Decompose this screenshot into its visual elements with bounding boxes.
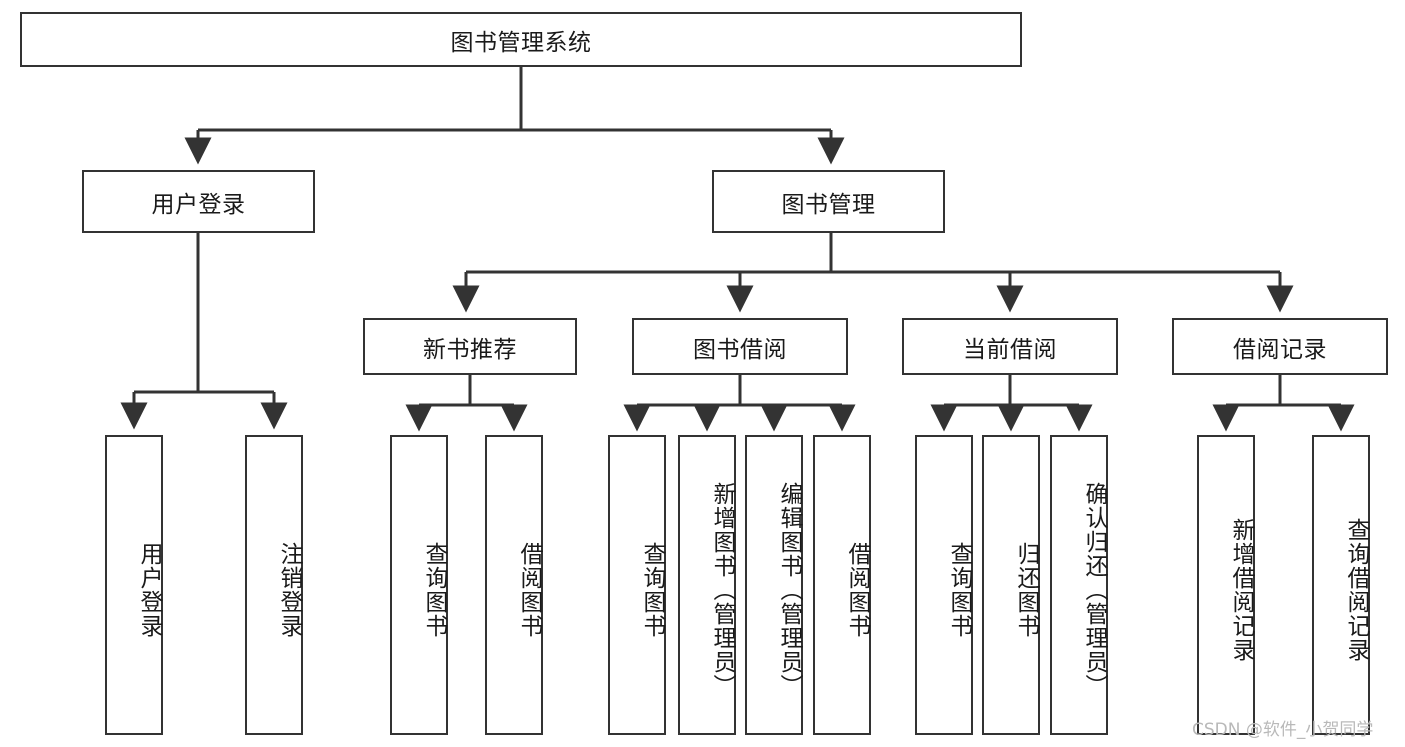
node-leaf-logout[interactable]: 注销登录: [245, 435, 303, 735]
node-current-borrow-label: 当前借阅: [963, 336, 1057, 363]
node-root-label: 图书管理系统: [450, 29, 592, 56]
node-leaf-query-book-2-label: 查询图书: [639, 542, 665, 638]
node-leaf-query-book-1[interactable]: 查询图书: [390, 435, 448, 735]
node-leaf-add-record[interactable]: 新增借阅记录: [1197, 435, 1255, 735]
node-borrow-record-label: 借阅记录: [1233, 336, 1327, 363]
node-leaf-confirm-return-label: 确认归还（管理员）: [1081, 482, 1107, 698]
watermark: CSDN @软件_小贺同学: [1192, 720, 1374, 740]
node-leaf-borrow-book-2[interactable]: 借阅图书: [813, 435, 871, 735]
node-leaf-query-book-1-label: 查询图书: [421, 542, 447, 638]
node-leaf-query-book-3[interactable]: 查询图书: [915, 435, 973, 735]
node-leaf-edit-book-label: 编辑图书（管理员）: [776, 482, 802, 698]
node-new-book-rec-label: 新书推荐: [423, 336, 517, 363]
node-leaf-user-login[interactable]: 用户登录: [105, 435, 163, 735]
node-leaf-logout-label: 注销登录: [276, 542, 302, 638]
node-current-borrow[interactable]: 当前借阅: [902, 318, 1118, 375]
node-borrow-record[interactable]: 借阅记录: [1172, 318, 1388, 375]
node-leaf-return-book[interactable]: 归还图书: [982, 435, 1040, 735]
node-leaf-borrow-book-2-label: 借阅图书: [844, 542, 870, 638]
node-leaf-edit-book[interactable]: 编辑图书（管理员）: [745, 435, 803, 735]
node-root[interactable]: 图书管理系统: [20, 12, 1022, 67]
node-leaf-query-record[interactable]: 查询借阅记录: [1312, 435, 1370, 735]
node-leaf-borrow-book-1[interactable]: 借阅图书: [485, 435, 543, 735]
node-leaf-borrow-book-1-label: 借阅图书: [516, 542, 542, 638]
node-leaf-add-record-label: 新增借阅记录: [1228, 518, 1254, 662]
node-leaf-return-book-label: 归还图书: [1013, 542, 1039, 638]
node-new-book-rec[interactable]: 新书推荐: [363, 318, 577, 375]
node-book-manage[interactable]: 图书管理: [712, 170, 945, 233]
node-leaf-user-login-label: 用户登录: [136, 542, 162, 638]
node-leaf-confirm-return[interactable]: 确认归还（管理员）: [1050, 435, 1108, 735]
node-leaf-query-record-label: 查询借阅记录: [1343, 518, 1369, 662]
node-leaf-add-book[interactable]: 新增图书（管理员）: [678, 435, 736, 735]
node-book-borrow-label: 图书借阅: [693, 336, 787, 363]
node-leaf-add-book-label: 新增图书（管理员）: [709, 482, 735, 698]
node-book-manage-label: 图书管理: [781, 191, 876, 218]
node-user-login[interactable]: 用户登录: [82, 170, 315, 233]
node-leaf-query-book-3-label: 查询图书: [946, 542, 972, 638]
node-book-borrow[interactable]: 图书借阅: [632, 318, 848, 375]
node-leaf-query-book-2[interactable]: 查询图书: [608, 435, 666, 735]
node-user-login-label: 用户登录: [151, 191, 246, 218]
